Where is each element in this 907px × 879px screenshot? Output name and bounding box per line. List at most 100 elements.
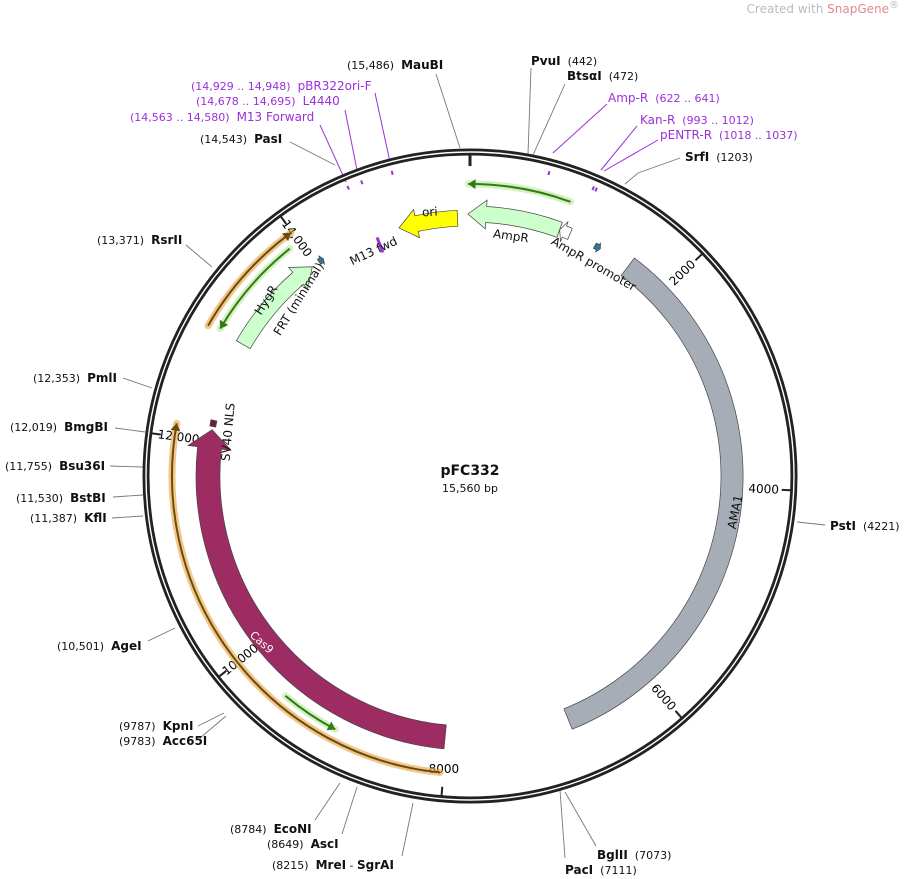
enzyme-name: Acc65I — [162, 734, 208, 748]
enzyme-position: (9787) — [119, 720, 156, 733]
enzyme-label-psti[interactable]: PstI (4221) — [830, 519, 907, 534]
orf-small-arrowhead — [326, 721, 336, 731]
primer-label-amp-r[interactable]: Amp-R(622 .. 641) — [608, 92, 727, 106]
enzyme-label-mrei-sgrai[interactable]: (8215)MreI - SgrAI — [272, 858, 394, 873]
credit-text: Created with — [746, 2, 828, 16]
backbone-ring — [142, 148, 798, 804]
enzyme-label-bstbi[interactable]: (11,530)BstBI — [9, 491, 106, 506]
orf-ampr-arrowhead — [468, 179, 476, 190]
enzyme-label-paci[interactable]: PacI (7111) — [565, 863, 644, 878]
enzyme-position: (10,501) — [57, 640, 105, 653]
enzyme-name: MreI — [315, 858, 347, 872]
enzyme-label-srfi[interactable]: SrfI (1203) — [685, 150, 760, 165]
enzyme-name: AgeI — [111, 639, 142, 653]
tick-label: 4000 — [748, 481, 779, 496]
enzyme-name: PacI — [565, 863, 594, 877]
primer-position: (14,929 .. 14,948) — [191, 80, 291, 93]
enzyme-label-rsrii[interactable]: (13,371) RsrII — [90, 233, 183, 248]
enzyme-label-kfli[interactable]: (11,387)KflI — [23, 511, 107, 526]
enzyme-name: KflI — [84, 511, 107, 525]
tick-mark — [218, 670, 227, 678]
enzyme-name: PstI — [830, 519, 856, 533]
tick-label: 12,000 — [157, 427, 200, 446]
enzyme-name: KpnI — [162, 719, 194, 733]
backbone-gap — [145, 151, 795, 801]
enzyme-position: (11,755) — [5, 460, 53, 473]
plasmid-name: pFC332 — [440, 463, 500, 479]
orf-hygr-inner — [219, 247, 291, 330]
enzyme-name: BmgBI — [64, 420, 108, 434]
enzyme-label-pvui[interactable]: PvuI(442) — [531, 55, 604, 69]
enzyme-position: (12,019) — [10, 421, 58, 434]
enzyme-position: (15,486) — [347, 59, 395, 72]
enzyme-label-maubi[interactable]: (15,486)MauBI — [340, 59, 443, 73]
enzyme-name: BstBI — [70, 491, 106, 505]
enzyme-position: (8649) — [267, 838, 304, 851]
enzyme-name: RsrII — [151, 233, 183, 247]
enzyme-name: AscI — [310, 837, 339, 851]
snapgene-credit[interactable]: Created with SnapGene® — [747, 0, 899, 16]
small-teal-feature — [592, 242, 601, 253]
primer-name: Kan-R — [640, 113, 676, 127]
orf-cas9-outer-arrowhead — [170, 423, 181, 432]
primer-marker — [547, 170, 551, 176]
feature-ampr-promoter — [559, 221, 573, 242]
tick-mark — [280, 216, 288, 225]
enzyme-label-kpni[interactable]: (9787) KpnI — [112, 719, 194, 734]
enzyme-name: PmlI — [87, 371, 117, 385]
primer-label-pentr-r[interactable]: pENTR-R(1018 .. 1037) — [660, 128, 805, 143]
primer-label-m13-forward[interactable]: (14,563 .. 14,580) M13 Forward — [123, 110, 315, 125]
enzyme-position: (1203) — [716, 151, 753, 164]
m13-fwd-marker — [375, 236, 385, 253]
enzyme-label-bmgbi[interactable]: (12,019) BmgBI — [3, 420, 108, 435]
primer-leader-lines — [319, 92, 659, 183]
enzyme-label-btsai[interactable]: BtsαI(472) — [567, 70, 645, 84]
primer-name: pBR322ori-F — [297, 79, 372, 93]
enzyme-leader-lines — [109, 67, 826, 859]
feature-frt-minimal — [316, 255, 325, 265]
orf-ampr — [468, 182, 571, 203]
enzyme-label-acc65i[interactable]: (9783) Acc65I — [112, 734, 208, 749]
primer-marker — [346, 185, 350, 190]
enzyme-name: BglII — [597, 848, 628, 862]
enzyme-label-asci[interactable]: (8649) AscI — [260, 837, 339, 852]
enzyme-name-2: SgrAI — [357, 858, 394, 872]
enzyme-position: (12,353) — [33, 372, 81, 385]
primer-name: pENTR-R — [660, 128, 713, 142]
primer-position: (14,563 .. 14,580) — [130, 111, 230, 124]
enzyme-position: (9783) — [119, 735, 156, 748]
feature-hygr — [235, 266, 313, 350]
primer-label-kan-r[interactable]: Kan-R (993 .. 1012) — [640, 113, 761, 128]
primer-marker — [360, 180, 364, 185]
enzyme-label-pmli[interactable]: (12,353) PmlI — [26, 371, 117, 386]
enzyme-label-pasi[interactable]: (14,543)PasI — [193, 133, 282, 147]
primer-label-l4440[interactable]: (14,678 .. 14,695)L4440 — [189, 95, 340, 109]
enzyme-label-agei[interactable]: (10,501) AgeI — [50, 639, 142, 654]
primer-marker — [591, 186, 595, 191]
orf-hygr-outer — [207, 231, 292, 327]
enzyme-name: SrfI — [685, 150, 710, 164]
enzyme-position: (8784) — [230, 823, 267, 836]
enzyme-label-bsu36i[interactable]: (11,755) Bsu36I — [0, 459, 106, 474]
orf-cas9-outer — [171, 423, 441, 774]
feature-ori — [398, 208, 459, 239]
orf-ampr-halo — [464, 180, 574, 206]
feature-label-ori[interactable]: ori — [421, 204, 438, 220]
orf-hygr-outer-arrowhead — [282, 232, 292, 242]
tick-mark — [440, 786, 444, 796]
primer-position: (993 .. 1012) — [682, 114, 754, 127]
enzyme-position: (13,371) — [97, 234, 145, 247]
primer-label-pbr322ori-f[interactable]: (14,929 .. 14,948) pBR322ori-F — [184, 79, 372, 94]
enzyme-label-econi[interactable]: (8784)EcoNI — [223, 823, 312, 837]
enzyme-position: (4221) — [862, 520, 900, 533]
features — [186, 199, 744, 750]
enzyme-label-bglii[interactable]: BglII(7073) — [597, 848, 678, 863]
enzyme-name: Bsu36I — [59, 459, 106, 473]
enzyme-position: (8215) — [272, 859, 309, 872]
enzyme-position: (14,543) — [200, 133, 248, 146]
tick-label: 2000 — [667, 257, 699, 288]
enzyme-position: (7111) — [600, 864, 637, 877]
tick-label: 6000 — [648, 681, 679, 713]
primer-name: M13 Forward — [236, 110, 315, 124]
